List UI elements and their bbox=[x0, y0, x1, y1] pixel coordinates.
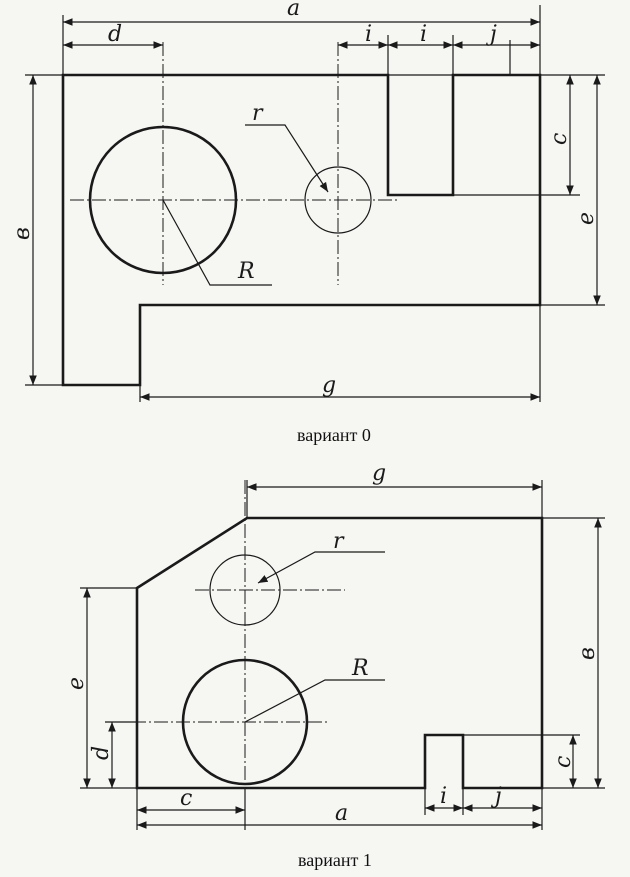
v0-part-outline bbox=[61, 73, 542, 387]
v1-label-i: i bbox=[440, 784, 447, 809]
variant-1-drawing bbox=[80, 480, 605, 830]
v0-label-a: a bbox=[287, 0, 300, 21]
v1-label-a: a bbox=[335, 801, 348, 826]
v1-label-g: g bbox=[372, 461, 386, 486]
v1-label-r: r bbox=[333, 529, 345, 554]
v1-label-c-right: c bbox=[551, 756, 576, 768]
v0-label-i2: i bbox=[420, 22, 427, 47]
v0-label-j: j bbox=[485, 22, 497, 47]
v1-label-e: e bbox=[64, 677, 89, 690]
v0-label-g: g bbox=[322, 373, 336, 398]
v1-label-R: R bbox=[351, 656, 369, 681]
v0-label-b: в bbox=[10, 227, 35, 240]
v1-leader-r bbox=[257, 551, 385, 584]
v0-leader-R bbox=[162, 199, 272, 286]
variant-1-labels: g в c e d c i j a r R bbox=[64, 461, 600, 826]
variant-0-drawing bbox=[25, 5, 605, 402]
v1-label-b: в bbox=[575, 647, 600, 660]
v0-label-i1: i bbox=[365, 22, 372, 47]
v1-label-d: d bbox=[89, 746, 114, 760]
variant-1-caption: вариант 1 bbox=[298, 850, 372, 870]
v1-part-outline bbox=[135, 516, 544, 790]
v0-label-d: d bbox=[108, 22, 122, 47]
variant-0-labels: a d i i j c e в g r R bbox=[10, 0, 599, 398]
v1-leader-R bbox=[244, 679, 385, 723]
v0-leader-r bbox=[245, 124, 329, 193]
v0-small-hole bbox=[304, 166, 372, 234]
v1-label-c-bottom: c bbox=[180, 786, 192, 811]
v0-label-e: e bbox=[574, 212, 599, 225]
v0-label-R: R bbox=[237, 259, 255, 284]
variant-0-caption: вариант 0 bbox=[297, 425, 371, 445]
v0-label-r: r bbox=[252, 101, 264, 126]
v0-label-c: c bbox=[547, 133, 572, 145]
